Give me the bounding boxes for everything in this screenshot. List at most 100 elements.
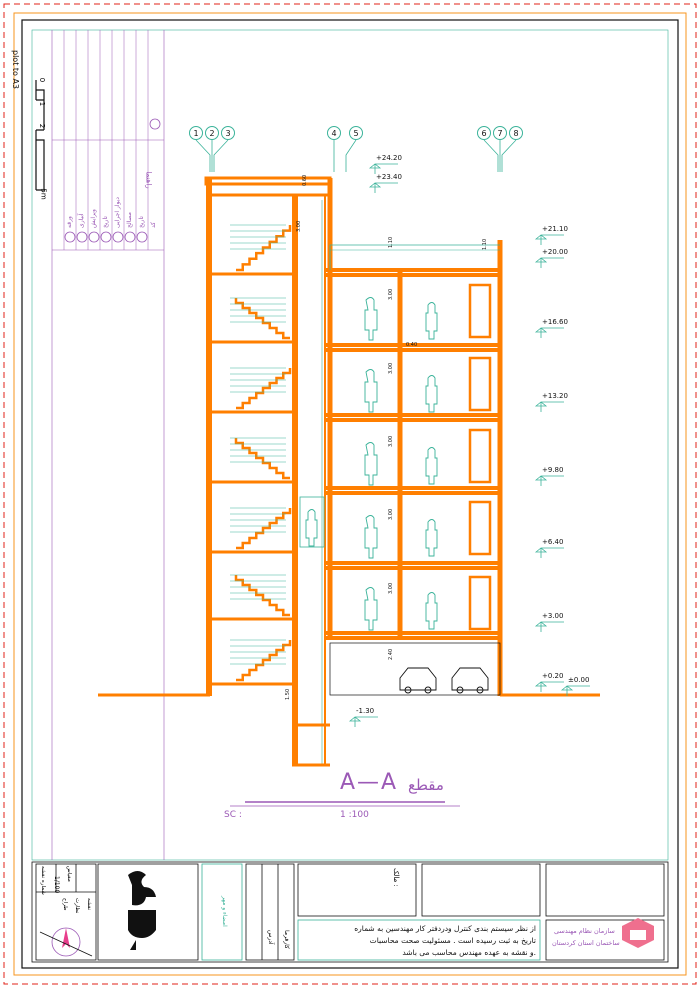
elevation-label: +20.00 — [542, 248, 568, 256]
title-block — [31, 861, 669, 963]
elevation-marker — [534, 257, 564, 268]
stair-flight — [236, 368, 292, 410]
elevation-label: ±0.00 — [568, 676, 590, 684]
stair-flight — [236, 225, 292, 272]
grid-label: 3 — [225, 129, 230, 138]
dimension-label: 3.00 — [388, 435, 394, 447]
elevation-label: +23.40 — [376, 173, 402, 181]
grid-marker-2: 2 — [205, 126, 219, 140]
cell-d: نظارت — [74, 898, 80, 914]
grid-marker-4: 4 — [327, 126, 341, 140]
scalebar-label-0: 0 — [38, 77, 47, 83]
grid-label: 1 — [193, 129, 198, 138]
elevation-marker — [348, 716, 378, 727]
elevation-marker — [534, 401, 564, 412]
grid-marker-6: 6 — [477, 126, 491, 140]
elevation-markers — [348, 163, 590, 727]
drawing-area-frame — [31, 29, 669, 861]
dimension-label: 2.40 — [388, 648, 394, 660]
grid-label: 6 — [481, 129, 486, 138]
dimension-label: 1.50 — [285, 688, 291, 700]
dimension-label: 3.00 — [388, 582, 394, 594]
note-line-3: و نقشه به عهده مهندس محاسب می باشد. — [402, 948, 536, 957]
elevation-label: +9.80 — [542, 466, 564, 474]
dimension-label: 0.40 — [406, 342, 418, 348]
section-word: مقطع — [408, 776, 444, 794]
dimension-label: 3.00 — [388, 362, 394, 374]
elevation-label: +21.10 — [542, 225, 568, 233]
legend-item: تاریخ — [138, 216, 145, 228]
grid-marker-8: 8 — [509, 126, 523, 140]
elevation-marker — [534, 547, 564, 558]
scalebar — [35, 80, 45, 191]
elevation-label: +0.20 — [542, 672, 564, 680]
grid-marker-3: 3 — [221, 126, 235, 140]
elevation-marker — [534, 621, 564, 632]
elevation-marker — [534, 681, 564, 692]
grid-marker-7: 7 — [493, 126, 507, 140]
org-line-1: سازمان نظام مهندسی — [554, 927, 615, 935]
elevation-marker — [560, 685, 590, 696]
grid-leaders — [195, 139, 517, 172]
legend-heading: راهنما — [144, 171, 153, 189]
legend-item: ویرایش — [90, 209, 97, 228]
grid-label: 8 — [513, 129, 518, 138]
grid-marker-1: 1 — [189, 126, 203, 140]
note-line-1: از نظر سیستم بندی کنترل ودردفتر کار مهند… — [354, 924, 536, 933]
signature-label: امضاء و مهر — [221, 896, 228, 927]
scalebar-label-1: 1 — [38, 101, 47, 107]
stair-flight — [236, 508, 292, 550]
cell-c: نقشه — [86, 898, 92, 911]
elevation-marker — [368, 163, 398, 174]
grid-marker-5: 5 — [349, 126, 363, 140]
building-section — [98, 176, 600, 767]
legend-item: مصالح — [126, 212, 133, 228]
grid-label: 5 — [353, 129, 358, 138]
dimension-label: 3.00 — [296, 220, 302, 232]
dimension-label: 1.10 — [482, 238, 488, 250]
legend-item: آبیاری — [78, 213, 85, 228]
dimension-label: 3.00 — [388, 508, 394, 520]
cell-a: مقیاس — [66, 866, 72, 882]
stair-flight — [234, 438, 290, 480]
legend-item: کد — [150, 221, 157, 228]
elevation-label: +13.20 — [542, 392, 568, 400]
elevation-label: +3.00 — [542, 612, 564, 620]
legend-markers — [64, 118, 161, 243]
section-title: A—A — [340, 770, 399, 795]
dimension-label: 3.00 — [388, 288, 394, 300]
elevation-label: +24.20 — [376, 154, 402, 162]
owner-label: مالک : — [392, 868, 400, 887]
scale-label: SC : — [224, 810, 242, 820]
scalebar-label-2: 2 — [38, 123, 47, 129]
grid-label: 7 — [497, 129, 502, 138]
cell-e: طراح — [62, 898, 68, 911]
scalebar-label-5m: 5m — [39, 188, 48, 200]
elevation-marker — [534, 475, 564, 486]
stair-flight — [236, 640, 292, 682]
dimension-label: 0.60 — [302, 174, 308, 186]
org-line-2: ساختمان استان کردستان — [552, 939, 620, 947]
grid-label: 4 — [331, 129, 336, 138]
legend-item: تاریخ — [102, 216, 109, 228]
legend-item: ورقه — [66, 216, 73, 228]
elevation-label: -1.30 — [356, 707, 375, 715]
note-line-2: تاریخ به ثبت رسیده است . مسئولیت صحت محا… — [369, 936, 536, 945]
orange-frame — [13, 12, 687, 976]
plot-note: plot to A3 — [11, 50, 20, 90]
client-label: کارفرما — [283, 930, 290, 949]
dimension-label: 1.10 — [388, 236, 394, 248]
address-label: آدرس — [267, 930, 274, 945]
outer-dashed-frame — [3, 3, 697, 985]
elevation-marker — [534, 327, 564, 338]
elevation-marker — [534, 234, 564, 245]
cell-b: شماره نقشه — [40, 866, 46, 895]
cell-scale: 1/100 — [53, 876, 60, 894]
elevation-label: +16.60 — [542, 318, 568, 326]
grid-label: 2 — [209, 129, 214, 138]
stair-flight — [234, 575, 290, 617]
legend-item: دیوار اجرایی — [114, 197, 121, 228]
stair-flight — [234, 298, 290, 340]
scale-value: 1 :100 — [340, 810, 369, 820]
